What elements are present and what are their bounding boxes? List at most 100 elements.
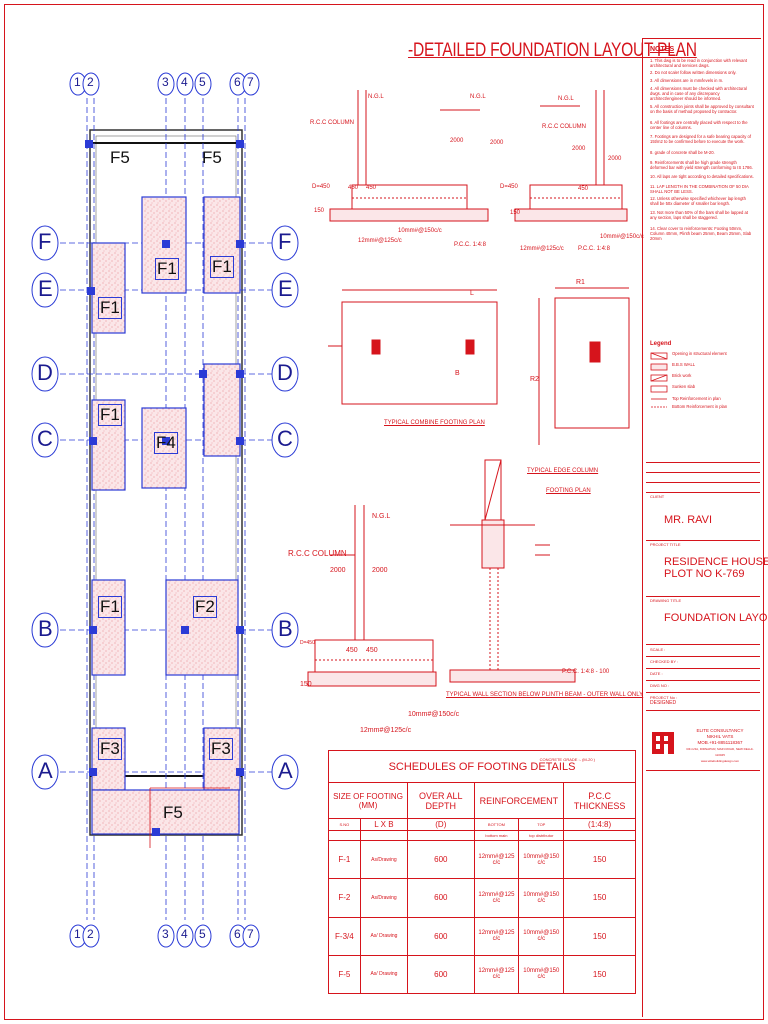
bar-label: 10mm#@150c/c	[398, 228, 442, 234]
isolated-footing-section	[307, 505, 437, 687]
row-bottom: 12mm#@125 c/c	[473, 839, 520, 880]
notes-title: NOTES	[650, 46, 675, 53]
footing-label: F1	[98, 596, 122, 618]
depth-label: D=450	[500, 184, 518, 190]
footing-label: F1	[98, 297, 122, 319]
row-pcc: 150	[563, 954, 636, 995]
firm-mobile: MOB.+91-8851118367	[697, 740, 743, 745]
grid-letter-left: F	[38, 229, 52, 254]
scale-label: SCALE :	[650, 647, 666, 652]
note-item: 14. Clear cover to reinforcements: Footi…	[650, 226, 752, 241]
checked-label: CHECKED BY :	[650, 659, 679, 664]
row-top: 10mm#@150 c/c	[518, 916, 565, 956]
grid-letter-right: F	[278, 229, 292, 254]
isolated-section-labels: N.G.L R.C.C COLUMN 2000 2000 D=450 450 4…	[288, 495, 459, 735]
footing-label: F5	[163, 803, 183, 822]
row-size: As/ Drawing	[359, 916, 409, 956]
grid-number-top: 2	[87, 75, 94, 89]
footing-label: F2	[193, 596, 217, 618]
dim-label: 2000	[490, 140, 504, 146]
grid-letter-bubbles	[31, 225, 299, 790]
grid-number-top: 1	[74, 75, 81, 89]
row-depth: 600	[407, 878, 475, 918]
grid-letter-left: D	[37, 360, 53, 385]
grid-number-bottom: 6	[234, 927, 241, 941]
ngl-label: N.G.L	[558, 96, 574, 102]
grid-letters: F F E E D D C C B B A A	[28, 220, 303, 805]
legend-item: B.B.S WALL	[672, 362, 696, 367]
header-top-sub: top distributor	[518, 830, 565, 841]
date-label: DATE :	[650, 671, 663, 676]
row-bottom: 12mm#@125 c/c	[473, 954, 520, 995]
header-bottom: BOTTOM	[473, 818, 520, 831]
firm-name: ELITE CONSULTANCY	[696, 728, 744, 733]
drawing-name: FOUNDATION LAYOUT	[664, 612, 768, 624]
grid-letter-left: C	[37, 426, 53, 451]
grid-bubbles-bottom	[69, 924, 260, 948]
dim-label: 2000	[572, 146, 586, 152]
project-label: PROJECT TITLE	[650, 542, 681, 547]
legend-swatches	[650, 352, 668, 408]
note-item: 8. grade of concrete shall be M-20.	[650, 150, 715, 155]
dim-label: 450	[348, 185, 359, 191]
dim-label: 150	[314, 208, 325, 214]
dim-label: 450	[366, 185, 377, 191]
row-top: 10mm#@150 c/c	[518, 839, 565, 880]
caption-combine: TYPICAL COMBINE FOOTING PLAN	[384, 420, 485, 426]
footing-label: F1	[210, 256, 234, 278]
note-item: 3. All dimensions are in mm/levels in m.	[650, 78, 724, 83]
dim-label: 2000	[330, 567, 346, 574]
row-depth: 600	[407, 954, 475, 995]
firm-address: RZ-C/4A, DIDNAPUR, MAIN ROAD, NEW DELHI-…	[686, 747, 754, 757]
firm-info: ELITE CONSULTANCY NIKHIL VATS MOB.+91-88…	[682, 728, 758, 764]
note-item: 11. LAP LENGTH IN THE COMBINATION OF 50 …	[650, 184, 749, 194]
ngl-label: N.G.L	[470, 94, 486, 100]
section-labels: N.G.L N.G.L N.G.L R.C.C COLUMN R.C.C COL…	[310, 80, 645, 270]
dim-label: 150	[300, 681, 312, 688]
footing-label: F5	[110, 148, 130, 167]
caption-edge-1: TYPICAL EDGE COLUMN	[527, 468, 599, 474]
pcc-label: P.C.C. 1:4:8	[454, 242, 486, 248]
pcc-wall-label: P.C.C. 1:4:8 - 100	[562, 669, 610, 675]
grid-letter-left: B	[38, 616, 53, 641]
legend-item: Bottom Reinforcement in plan	[672, 404, 728, 409]
grid-number-top: 7	[247, 75, 254, 89]
header-depth: OVER ALL DEPTH	[407, 782, 475, 819]
dim-label: 150	[510, 210, 521, 216]
legend-item: Opening in structural element	[672, 351, 727, 356]
notes-panel	[642, 38, 761, 1017]
grid-letter-right: D	[277, 360, 293, 385]
row-size: As/ Drawing	[359, 954, 409, 995]
footing-sections	[329, 90, 628, 222]
note-item: 7. Footings are designed for a safe bear…	[650, 134, 752, 144]
footing-label: F4	[154, 432, 178, 454]
drawing-title: -DETAILED FOUNDATION LAYOUT PLAN	[408, 40, 697, 61]
grid-number-bottom: 2	[87, 927, 94, 941]
table-row: F-1 As/Drawing 600 12mm#@125 c/c 10mm#@1…	[328, 839, 636, 880]
footing-labels: F5 F5 F1 F1 F1 F1 F4 F1 F2 F3 F3 F5	[0, 0, 330, 1020]
grid-number-top: 6	[234, 75, 241, 89]
row-pcc: 150	[563, 839, 636, 880]
dim-label: 2000	[450, 138, 464, 144]
bar-label: 10mm#@150c/c	[600, 234, 644, 240]
wall-section	[449, 459, 576, 683]
footing-label: F3	[209, 738, 233, 760]
ngl-label: N.G.L	[372, 513, 391, 520]
dim-label: 450	[366, 647, 378, 654]
depth-label: D=450	[312, 184, 330, 190]
pcc-label: P.C.C. 1:4:8	[578, 246, 610, 252]
header-pcc: P.C.C THICKNESS	[563, 782, 636, 819]
row-depth: 600	[407, 839, 475, 880]
table-row: F-5 As/ Drawing 600 12mm#@125 c/c 10mm#@…	[328, 954, 636, 995]
row-pcc: 150	[563, 878, 636, 918]
footing-label: F5	[202, 148, 222, 167]
row-id: F-1	[328, 839, 361, 880]
bar-label: 12mm#@125c/c	[358, 238, 402, 244]
grid-numbers-bottom: 1 2 3 4 5 6 7	[60, 927, 270, 947]
bar-label: 12mm#@125c/c	[520, 246, 564, 252]
drawing-border	[4, 4, 764, 1020]
note-item: 6. All footings are centrally placed wit…	[650, 120, 748, 130]
grid-number-bottom: 5	[199, 927, 206, 941]
project-no-label: PROJECT No :	[650, 695, 678, 700]
table-row: F-2 As/Drawing 600 12mm#@125 c/c 10mm#@1…	[328, 878, 636, 918]
